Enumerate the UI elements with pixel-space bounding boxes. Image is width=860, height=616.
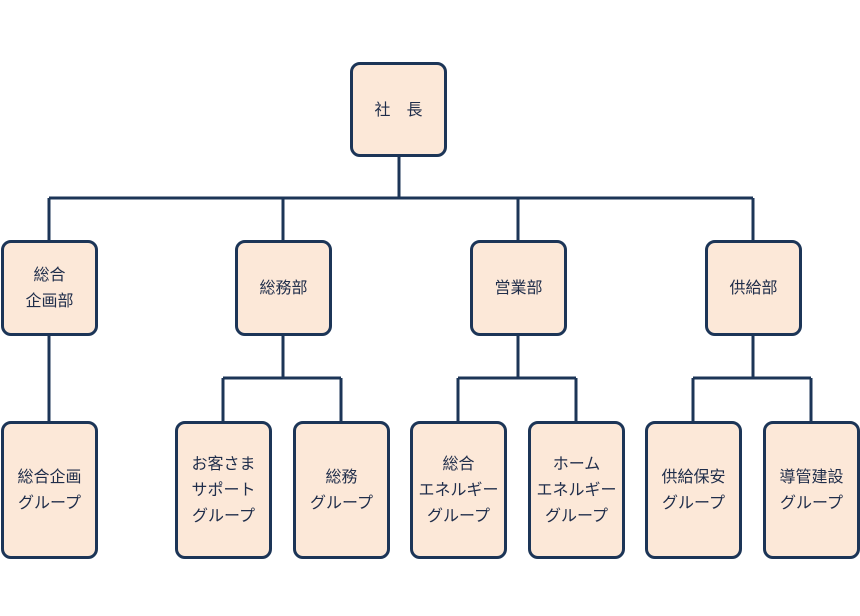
node-group-supply-safety: 供給保安 グループ <box>645 421 742 559</box>
node-label: エネルギー <box>418 480 499 499</box>
node-label: 供給部 <box>729 278 778 297</box>
node-group-sogo-energy: 総合 エネルギー グループ <box>410 421 507 559</box>
node-label: グループ <box>309 493 374 512</box>
node-label: グループ <box>544 506 609 525</box>
node-label: サポート <box>191 480 256 499</box>
node-dept-sogo-kikaku: 総合 企画部 <box>1 240 98 336</box>
node-label: グループ <box>191 506 256 525</box>
node-label: 総務部 <box>259 278 308 297</box>
node-president: 社 長 <box>350 62 447 157</box>
node-label: グループ <box>779 493 844 512</box>
node-label: 総合 <box>442 454 475 473</box>
node-label: 供給保安 <box>661 467 726 486</box>
node-dept-kyokyu: 供給部 <box>705 240 802 336</box>
node-label: 社 長 <box>374 99 423 119</box>
node-label: ホーム <box>552 454 601 473</box>
node-group-sogo-kikaku: 総合企画 グループ <box>1 421 98 559</box>
node-label: グループ <box>661 493 726 512</box>
node-label: 総合 <box>33 265 66 284</box>
node-label: 企画部 <box>25 291 74 310</box>
node-label: グループ <box>426 506 491 525</box>
node-dept-somu: 総務部 <box>235 240 332 336</box>
node-label: お客さま <box>191 454 256 473</box>
node-label: エネルギー <box>536 480 617 499</box>
node-group-home-energy: ホーム エネルギー グループ <box>528 421 625 559</box>
node-label: 総合企画 <box>17 467 82 486</box>
node-group-pipeline-construction: 導管建設 グループ <box>763 421 860 559</box>
node-group-somu: 総務 グループ <box>293 421 390 559</box>
node-label: 営業部 <box>494 278 543 297</box>
node-label: 導管建設 <box>779 467 844 486</box>
node-group-customer-support: お客さま サポート グループ <box>175 421 272 559</box>
node-dept-eigyo: 営業部 <box>470 240 567 336</box>
node-label: 総務 <box>325 467 358 486</box>
node-label: グループ <box>17 493 82 512</box>
